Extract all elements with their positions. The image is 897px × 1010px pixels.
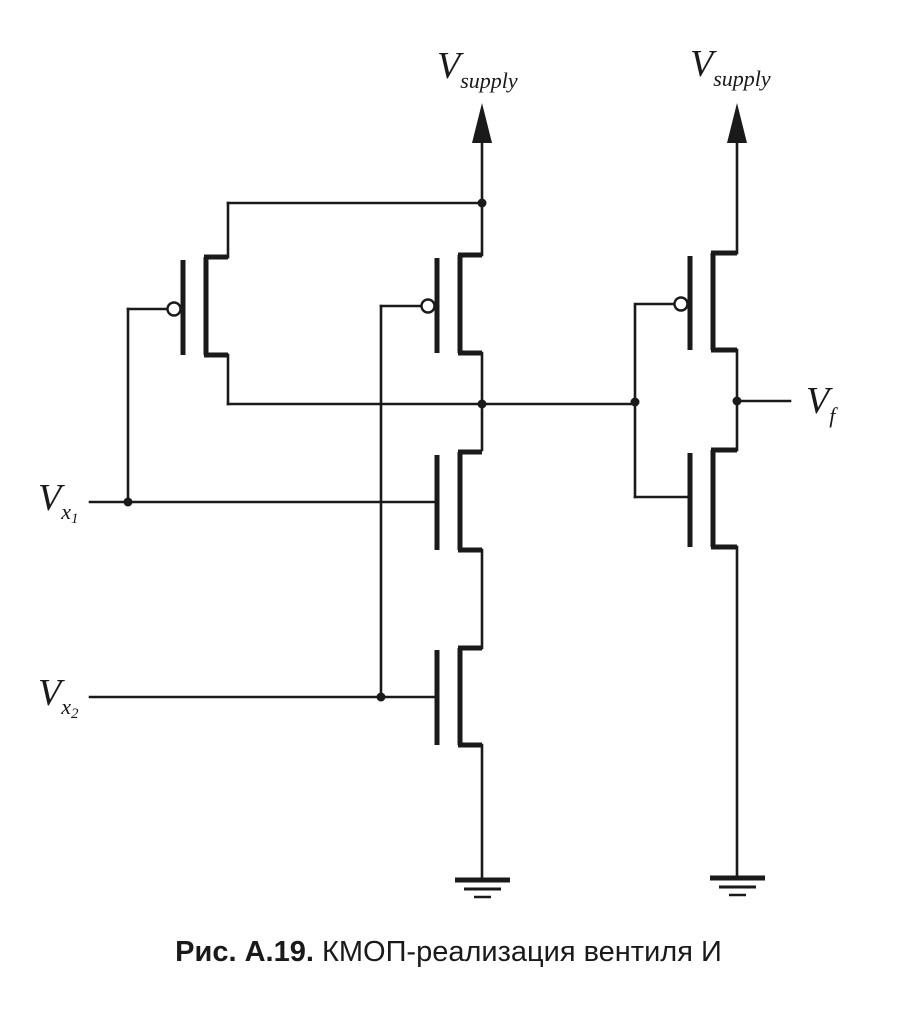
figure-caption: Рис. А.19. КМОП-реализация вентиля И xyxy=(0,936,897,969)
label-vf: Vf xyxy=(806,380,838,428)
ground-1-icon xyxy=(455,877,510,899)
caption-number: Рис. А.19. xyxy=(175,936,314,968)
output-node xyxy=(732,396,792,406)
inverter-nmos-transistor xyxy=(633,447,739,878)
label-vsupply-2: Vsupply xyxy=(690,43,771,91)
internal-node xyxy=(226,304,640,499)
nmos-transistor-x2 xyxy=(88,645,484,880)
pmos-bubble-icon xyxy=(420,298,436,314)
vsupply-2-rail xyxy=(727,103,747,255)
caption-text: КМОП-реализация вентиля И xyxy=(321,936,722,968)
pmos-transistor-x1 xyxy=(126,201,230,504)
vsupply-1-rail xyxy=(226,103,492,257)
pmos-bubble-icon xyxy=(166,301,182,317)
pmos-bubble-icon xyxy=(673,296,689,312)
vsupply-1-arrow-icon xyxy=(472,103,492,143)
inverter-pmos-transistor xyxy=(633,250,739,452)
label-vx1: Vx1 xyxy=(38,477,78,527)
junction-dot xyxy=(732,396,742,406)
label-vx2: Vx2 xyxy=(38,672,79,722)
pmos-transistor-x2 xyxy=(379,252,484,699)
vsupply-2-arrow-icon xyxy=(727,103,747,143)
junction-dot xyxy=(477,399,487,409)
ground-2-icon xyxy=(710,875,765,897)
junction-dot xyxy=(376,692,386,702)
label-vsupply-1: Vsupply xyxy=(437,45,518,93)
nmos-transistor-x1 xyxy=(88,449,484,650)
junction-dot xyxy=(123,497,133,507)
